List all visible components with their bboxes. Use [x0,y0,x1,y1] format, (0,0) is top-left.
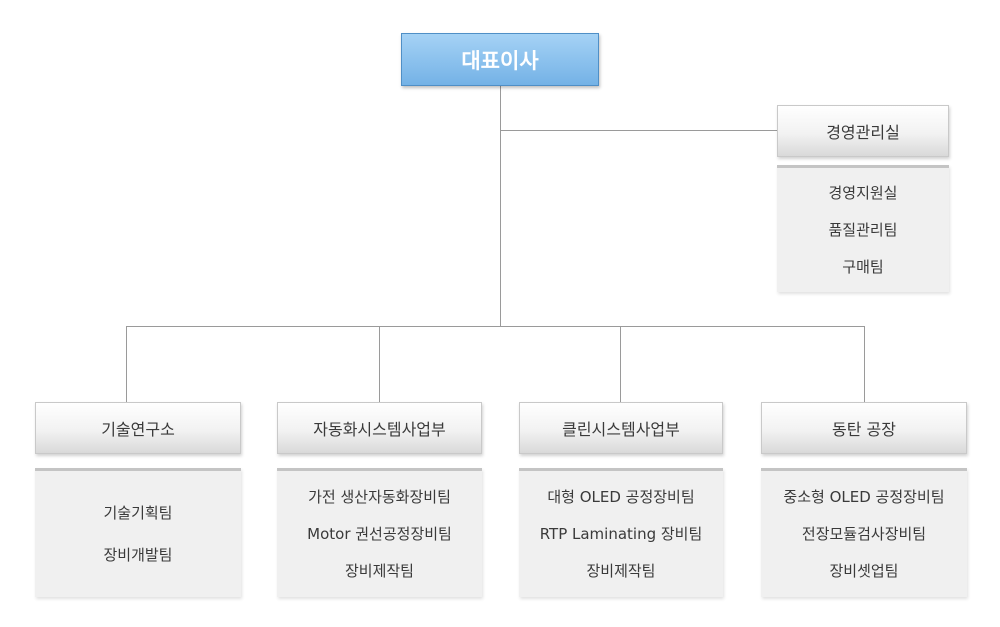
ceo-label: 대표이사 [461,48,539,73]
dept-connector-1 [126,326,127,402]
departments-horizontal-connector [126,326,864,327]
dept-connector-2 [379,326,380,402]
department-label: 클린시스템사업부 [562,420,680,439]
management-connector [500,130,777,131]
dept-connector-4 [864,326,865,402]
team-item: 가전 생산자동화장비팀 [308,487,451,506]
team-item: 장비제작팀 [586,561,656,580]
management-teams: 경영지원실 품질관리팀 구매팀 [777,165,949,292]
department-teams-2: 가전 생산자동화장비팀 Motor 권선공정장비팀 장비제작팀 [277,468,482,597]
team-item: 품질관리팀 [828,220,898,239]
department-box-1: 기술연구소 [35,402,241,454]
department-teams-3: 대형 OLED 공정장비팀 RTP Laminating 장비팀 장비제작팀 [519,468,723,597]
department-teams-4: 중소형 OLED 공정장비팀 전장모듈검사장비팀 장비셋업팀 [761,468,967,597]
department-box-2: 자동화시스템사업부 [277,402,482,454]
management-label: 경영관리실 [826,123,900,142]
department-box-4: 동탄 공장 [761,402,967,454]
team-item: 중소형 OLED 공정장비팀 [783,487,945,506]
ceo-box: 대표이사 [401,33,599,86]
team-item: 경영지원실 [828,183,898,202]
department-label: 자동화시스템사업부 [313,420,446,439]
dept-connector-3 [620,326,621,402]
department-box-3: 클린시스템사업부 [519,402,723,454]
team-item: 장비셋업팀 [829,561,899,580]
team-item: RTP Laminating 장비팀 [539,524,703,543]
team-item: 장비제작팀 [344,561,414,580]
ceo-vertical-connector [500,86,501,327]
team-item: 전장모듈검사장비팀 [801,524,927,543]
team-item: 대형 OLED 공정장비팀 [547,487,695,506]
team-item: 기술기획팀 [103,504,173,522]
team-item: 구매팀 [842,257,884,276]
department-label: 기술연구소 [101,420,175,439]
team-item: 장비개발팀 [103,546,173,564]
management-box: 경영관리실 [777,105,949,157]
team-item: Motor 권선공정장비팀 [307,524,452,543]
department-teams-1: 기술기획팀 장비개발팀 [35,468,241,597]
department-label: 동탄 공장 [832,420,896,439]
